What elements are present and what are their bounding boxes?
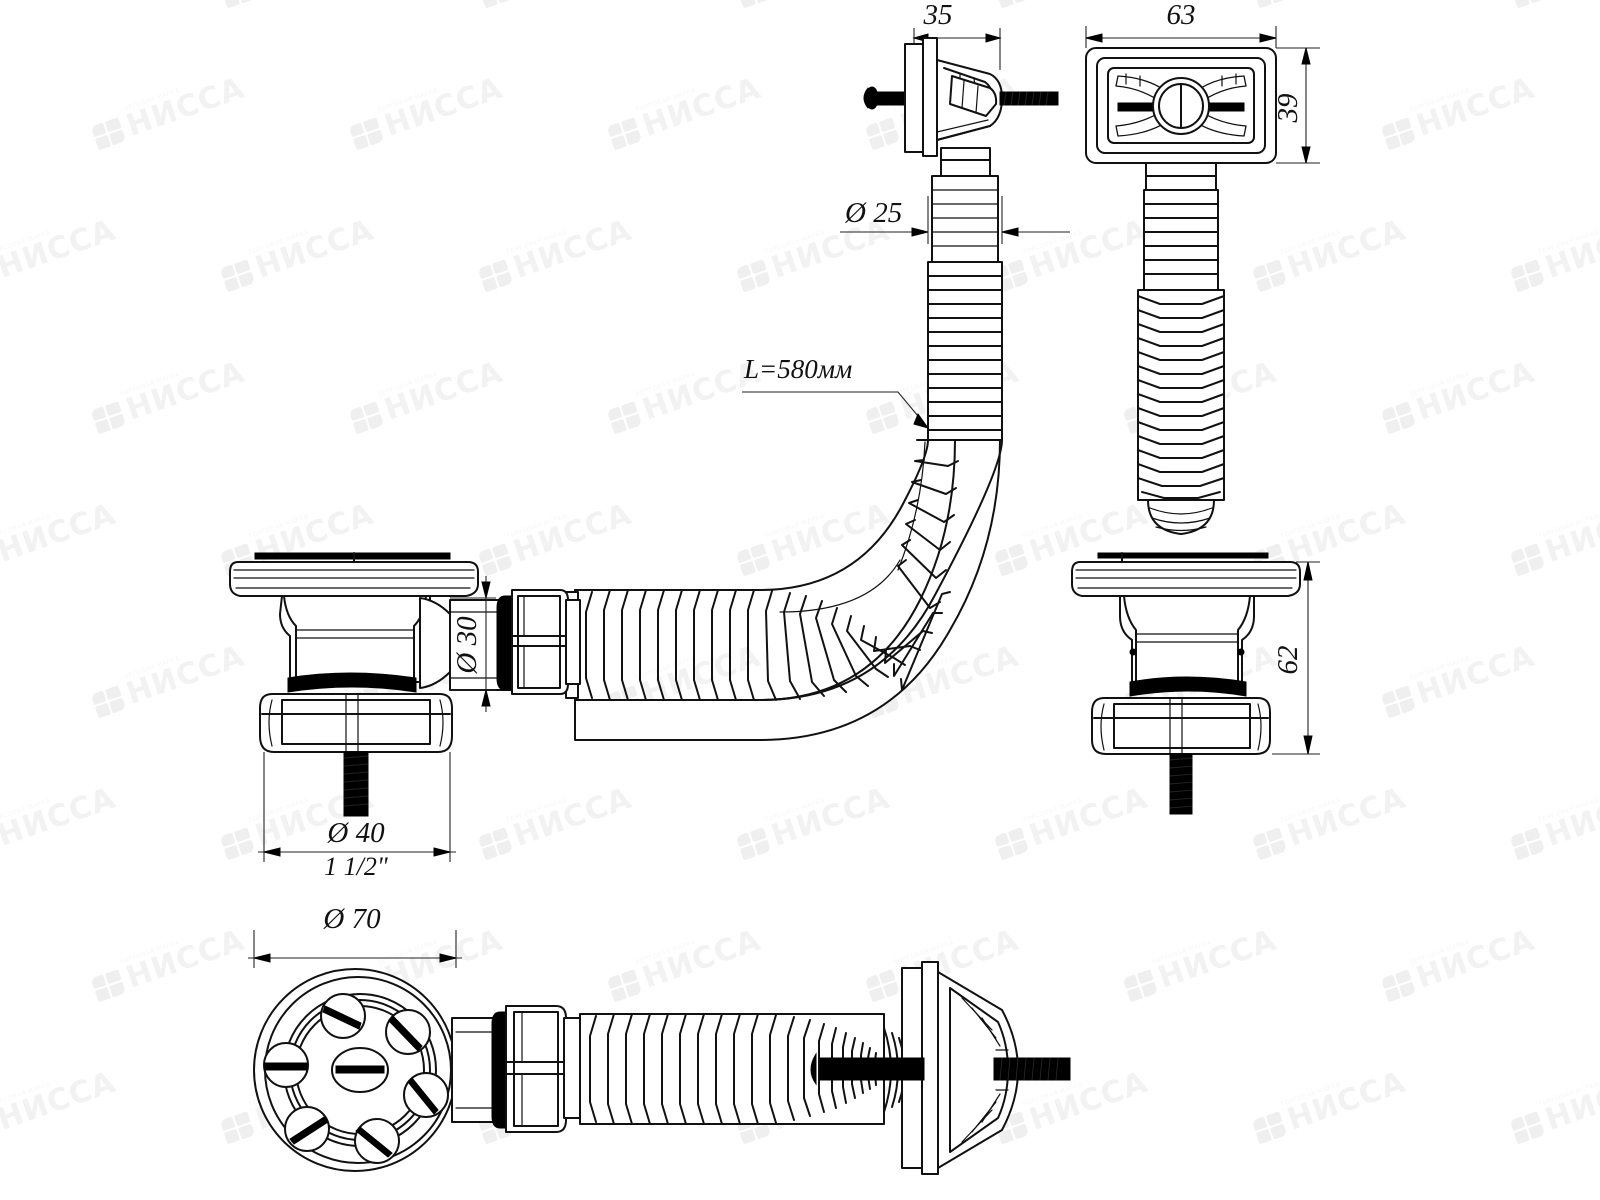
corrugated-hose-vertical-left: [840, 175, 1070, 441]
overflow-side-view: [863, 28, 1059, 177]
dimension-label-thread-inch: 1 1/2": [324, 852, 388, 881]
dimension-39: [1276, 47, 1320, 164]
drain-grate: [253, 968, 457, 1172]
drain-union-nut: [496, 589, 581, 695]
drain-locknut-right: [1091, 697, 1271, 755]
drain-gasket-right: [1129, 676, 1247, 697]
dimension-label-diameter-25: Ø 25: [844, 197, 902, 229]
drain-flange-right: [1071, 552, 1301, 597]
overflow-front-neck: [1145, 162, 1217, 191]
dimension-diameter-30: [450, 576, 496, 712]
overflow-backplate: [904, 37, 938, 157]
drain-top-view: [248, 930, 1071, 1175]
drain-body-left: [279, 595, 431, 683]
corrugated-hose-vertical-right: [1137, 189, 1225, 535]
dimension-label-diameter-30: Ø 30: [451, 616, 483, 675]
dimension-diameter-40: [258, 752, 456, 862]
dimension-diameter-70: [248, 930, 462, 968]
grate-holes: [263, 993, 449, 1164]
dimension-label-diameter-70: Ø 70: [322, 903, 381, 935]
corrugated-hose-curved: [565, 439, 1003, 741]
dimension-label-39: 39: [1272, 93, 1304, 124]
hose-length-leader: [742, 391, 930, 429]
dimension-62: [1272, 561, 1320, 755]
drain-locknut-left: [259, 693, 453, 753]
label-hose-length: L=580мм: [743, 354, 852, 384]
drain-flange-left: [229, 552, 479, 597]
drain-stem-right: [1169, 753, 1193, 815]
overflow-screw-head: [863, 86, 915, 110]
overflow-cap-body: [936, 59, 1003, 141]
drain-gasket-left: [287, 672, 417, 693]
drain-stem-left: [343, 751, 369, 817]
grate-center-slot: [331, 1047, 389, 1093]
drain-body-right: [1119, 595, 1255, 687]
drain-side-view: [229, 552, 581, 862]
overflow-center-boss: [1152, 77, 1210, 135]
overflow-threaded-rod: [999, 91, 1059, 106]
assembly-outlet-nut: [451, 1005, 581, 1133]
dimension-label-62: 62: [1272, 646, 1304, 675]
overflow-neck: [940, 147, 991, 177]
dimension-diameter-25: [840, 196, 1070, 244]
dimension-label-35: 35: [923, 0, 953, 31]
dimension-63: [1085, 26, 1277, 48]
dimension-labels: 35 63 39 Ø 25 L=580мм Ø 30 Ø 40 1 1/2" 6…: [322, 0, 1304, 935]
assembly-overflow-cap: [810, 961, 1071, 1175]
dimension-label-63: 63: [1167, 0, 1196, 31]
drain-front-view: [1071, 552, 1320, 815]
dimension-label-diameter-40: Ø 40: [326, 817, 385, 849]
